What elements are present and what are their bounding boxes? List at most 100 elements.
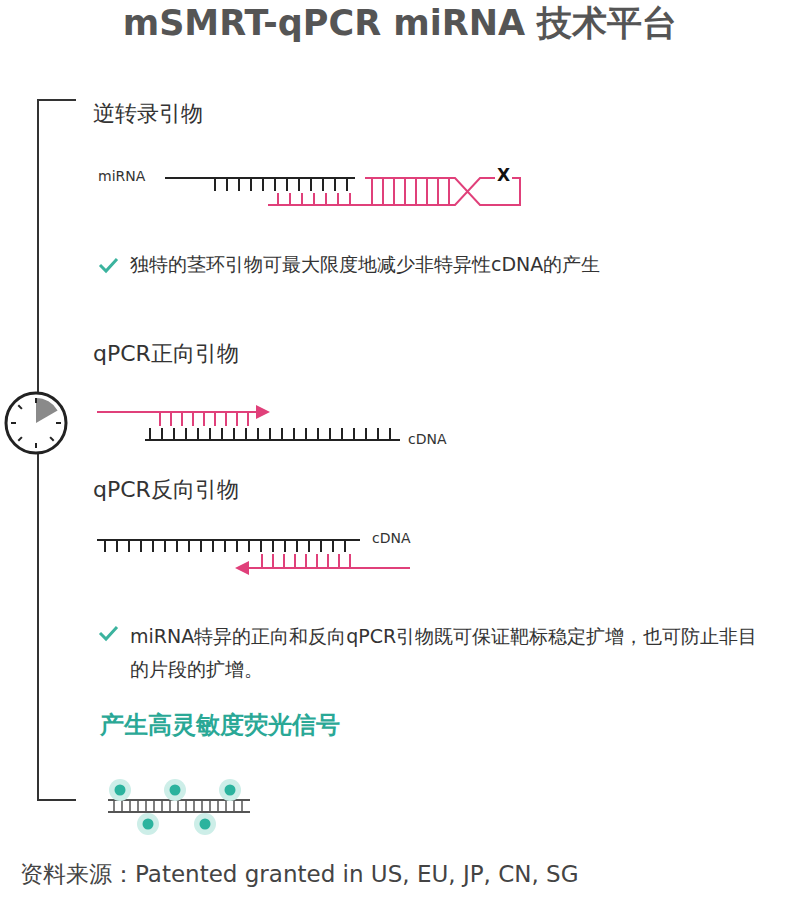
- base-tick: [226, 178, 228, 191]
- base-tick: [313, 193, 315, 205]
- strand-label: cDNA: [408, 431, 447, 449]
- base-tick: [173, 428, 175, 440]
- base-tick: [214, 178, 216, 191]
- base-tick: [193, 800, 195, 812]
- result-heading: 产生高灵敏度荧光信号: [100, 710, 340, 740]
- base-tick: [289, 193, 291, 205]
- base-tick: [437, 178, 439, 205]
- base-tick: [262, 178, 264, 191]
- base-tick: [224, 540, 226, 552]
- base-tick: [159, 412, 161, 426]
- base-tick: [245, 428, 247, 440]
- title: mSMRT-qPCR miRNA 技术平台: [0, 2, 800, 46]
- base-tick: [181, 412, 183, 426]
- base-tick: [272, 554, 274, 568]
- base-tick: [317, 428, 319, 440]
- base-tick: [233, 428, 235, 440]
- base-tick: [185, 428, 187, 440]
- check-mark: [100, 259, 117, 639]
- base-tick: [236, 412, 238, 426]
- forward-primer: [97, 405, 400, 440]
- base-tick: [153, 800, 155, 812]
- base-tick: [404, 178, 406, 205]
- base-tick: [301, 193, 303, 205]
- base-tick: [209, 800, 211, 812]
- base-tick: [298, 178, 300, 191]
- base-tick: [212, 540, 214, 552]
- base-tick: [250, 178, 252, 191]
- base-tick: [344, 540, 346, 552]
- base-tick: [104, 540, 106, 552]
- base-tick: [176, 540, 178, 552]
- base-tick: [337, 193, 339, 205]
- base-tick: [128, 540, 130, 552]
- benefit-note: 独特的茎环引物可最大限度地减少非特异性cDNA的产生: [130, 253, 600, 277]
- base-tick: [161, 800, 163, 812]
- strand-label: miRNA: [98, 168, 145, 186]
- base-tick: [257, 428, 259, 440]
- base-tick: [349, 193, 351, 205]
- base-tick: [389, 428, 391, 440]
- base-tick: [129, 800, 131, 812]
- fluorophore: [137, 813, 159, 835]
- base-tick: [286, 178, 288, 191]
- base-tick: [192, 412, 194, 426]
- base-tick: [248, 540, 250, 552]
- clock-icon: [6, 393, 66, 453]
- fluorophore: [109, 779, 131, 801]
- base-tick: [365, 428, 367, 440]
- base-tick: [269, 428, 271, 440]
- base-tick: [177, 800, 179, 812]
- base-tick: [448, 178, 450, 205]
- section-heading: 逆转录引物: [93, 100, 203, 128]
- base-tick: [277, 193, 279, 205]
- base-tick: [225, 800, 227, 812]
- base-tick: [116, 540, 118, 552]
- base-tick: [209, 428, 211, 440]
- base-tick: [214, 412, 216, 426]
- base-tick: [137, 800, 139, 812]
- section-heading: qPCR正向引物: [93, 340, 239, 368]
- base-tick: [221, 428, 223, 440]
- base-tick: [377, 428, 379, 440]
- base-tick: [113, 800, 115, 812]
- base-tick: [261, 554, 263, 568]
- base-tick: [185, 800, 187, 812]
- benefit-note: miRNA特异的正向和反向qPCR引物既可保证靶标稳定扩增，也可防止非目的片段的…: [130, 620, 770, 686]
- strand-label: cDNA: [372, 530, 411, 548]
- base-tick: [203, 412, 205, 426]
- base-tick: [332, 540, 334, 552]
- fluorophore: [219, 779, 241, 801]
- base-tick: [305, 554, 307, 568]
- base-tick: [188, 540, 190, 552]
- base-tick: [201, 800, 203, 812]
- fluorescent-probe: [108, 779, 250, 835]
- base-tick: [236, 540, 238, 552]
- base-tick: [233, 800, 235, 812]
- base-tick: [169, 800, 171, 812]
- base-tick: [341, 428, 343, 440]
- caption: 资料来源：Patented granted in US, EU, JP, CN,…: [20, 860, 578, 889]
- stem-loop-primer: [165, 178, 520, 205]
- base-tick: [322, 178, 324, 191]
- block-mark: X: [495, 165, 512, 186]
- base-tick: [145, 800, 147, 812]
- base-tick: [164, 540, 166, 552]
- base-tick: [346, 178, 348, 191]
- base-tick: [152, 540, 154, 552]
- base-tick: [284, 540, 286, 552]
- base-tick: [415, 178, 417, 205]
- base-tick: [161, 428, 163, 440]
- base-tick: [283, 554, 285, 568]
- base-tick: [310, 178, 312, 191]
- base-tick: [308, 540, 310, 552]
- base-tick: [241, 800, 243, 812]
- base-tick: [294, 554, 296, 568]
- base-tick: [225, 412, 227, 426]
- base-tick: [316, 554, 318, 568]
- base-tick: [217, 800, 219, 812]
- base-tick: [305, 428, 307, 440]
- base-tick: [170, 412, 172, 426]
- base-tick: [338, 554, 340, 568]
